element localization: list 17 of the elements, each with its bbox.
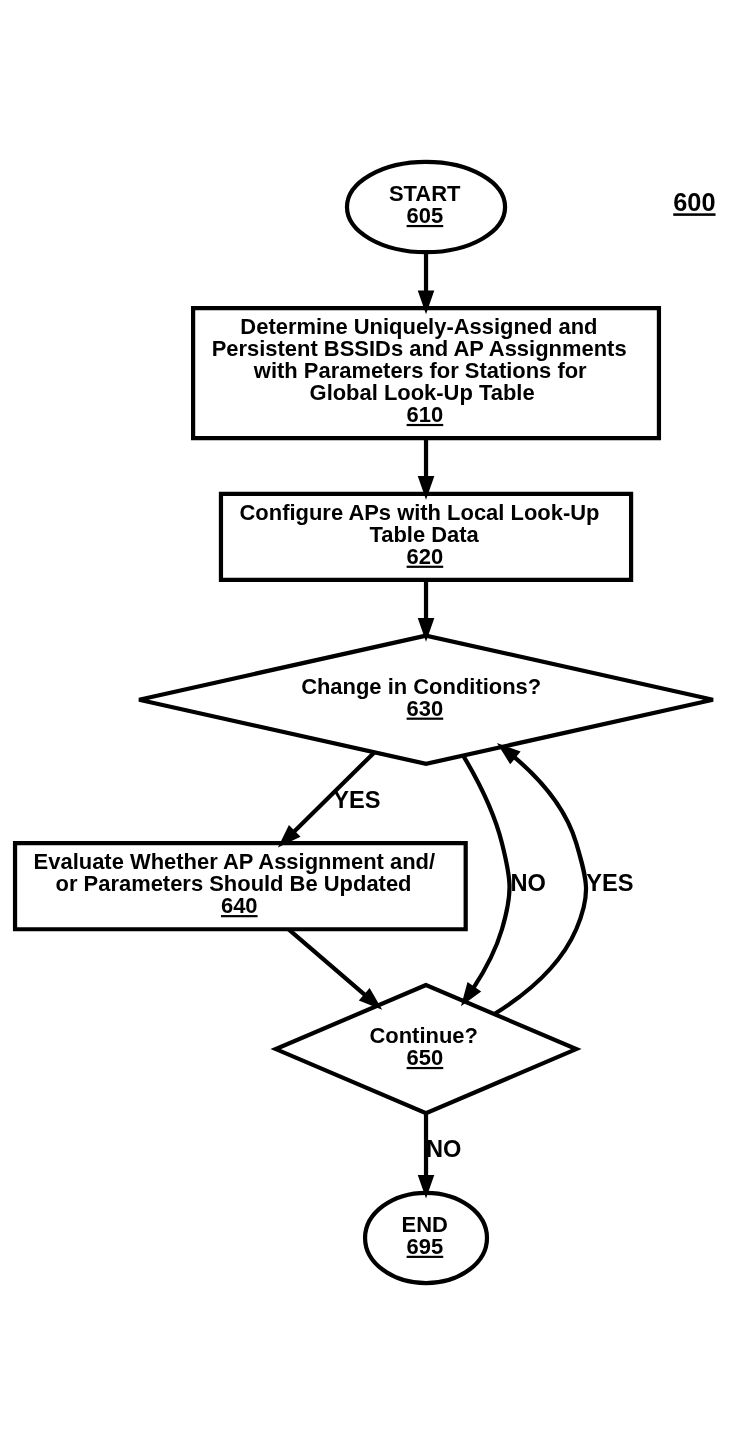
node-ellipse: START 605 [344,159,508,255]
arrow [417,252,435,315]
label: 600 [673,188,716,217]
edge-label: YES [586,869,634,896]
node-box: Determine Uniquely-Assigned and Persistent BSSIDs and AP Assignments with Parameters for Stations for Global Look-Up Table 610 [191,306,662,441]
arrow [417,1113,435,1199]
arrow [417,438,435,500]
arrow [277,750,376,848]
edge-label: YES [333,787,381,814]
edge-label: NO [426,1136,462,1163]
arrow [460,755,512,1007]
node-box: Configure APs with Local Look-Up Table Data 620 [218,491,634,582]
node-ellipse: END 695 [362,1190,490,1286]
arrow [417,580,435,642]
node-box: Evaluate Whether AP Assignment and/ or Parameters Should Be Updated 640 [12,841,468,932]
edge-label: NO [510,869,546,896]
arrow [493,743,589,1016]
